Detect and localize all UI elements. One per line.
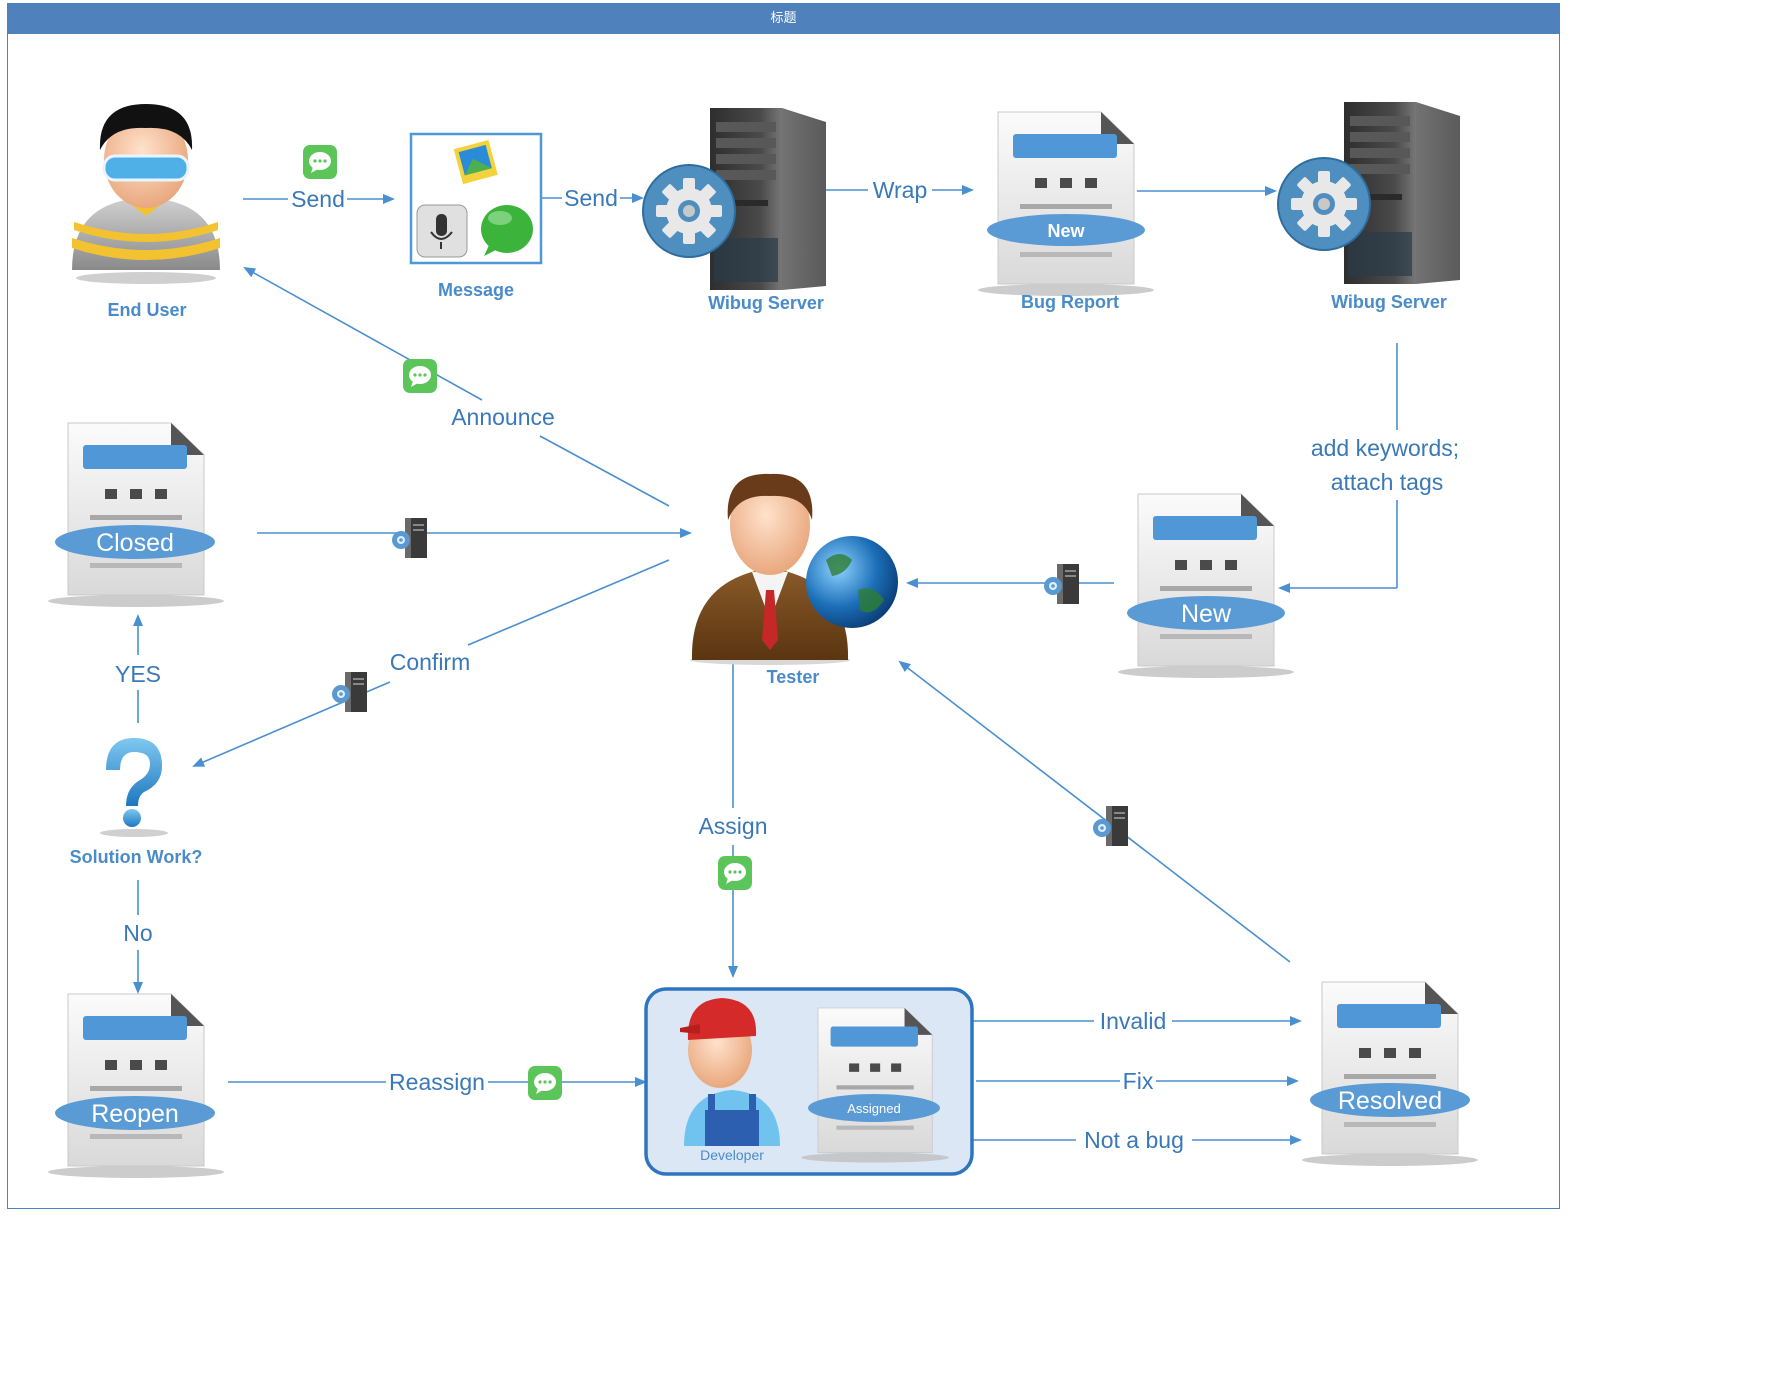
new-status: New [1181,600,1232,628]
mini-server-icon [1093,806,1128,846]
edge-label-attach-tags: attach tags [1331,469,1444,495]
edge-label-yes: YES [115,661,161,687]
mini-server-icon [1044,564,1079,604]
wibug-server-1-label: Wibug Server [708,293,824,313]
assigned-status: Assigned [847,1101,900,1116]
chat-bubble-icon [403,359,437,393]
edge-label-not-a-bug: Not a bug [1084,1127,1184,1153]
chat-bubble-icon [303,145,337,179]
status-badge [1127,596,1285,630]
question-mark-icon [100,738,168,837]
document-icon [977,111,1155,297]
mini-server-icon [392,518,427,558]
gear-icon [1277,157,1371,251]
workflow-diagram: Send Send Wrap Announce add keywords; at… [47,102,1479,1179]
edge-label-invalid: Invalid [1100,1008,1166,1034]
tester-node[interactable]: Tester [690,473,898,687]
page-title: 标题 [7,3,1560,34]
bug-report-status: New [1047,221,1085,241]
closed-document-node[interactable]: Closed [47,422,225,608]
document-icon [1117,493,1295,679]
reopen-status: Reopen [91,1100,179,1128]
status-badge [1310,1083,1470,1117]
developer-label: Developer [700,1147,764,1163]
user-goggles-icon [72,104,220,284]
end-user-node[interactable]: End User [72,104,220,320]
edge-label-confirm: Confirm [390,649,471,675]
new-document-node[interactable]: New [1117,493,1295,679]
edge-label-fix: Fix [1123,1068,1154,1094]
message-label: Message [438,280,514,300]
edge-label-announce: Announce [451,404,555,430]
resolved-document-node[interactable]: Resolved [1301,981,1479,1167]
status-badge [55,525,215,559]
message-node[interactable]: Message [409,132,543,300]
status-badge [55,1096,215,1130]
document-icon [47,422,225,608]
document-icon [1301,981,1479,1167]
document-icon [47,993,225,1179]
edge-label-assign: Assign [698,813,767,839]
end-user-label: End User [107,300,186,320]
developer-node[interactable]: Developer Assigned [644,987,974,1176]
status-badge [808,1094,940,1122]
status-badge [987,214,1145,246]
mini-server-icon [332,672,367,712]
tester-globe-icon [690,473,898,665]
chat-bubble-icon [718,856,752,890]
solution-work-label: Solution Work? [70,847,203,867]
edge-label-send-1: Send [291,186,345,212]
edge-label-reassign: Reassign [389,1069,485,1095]
bug-report-node[interactable]: New Bug Report [977,111,1155,312]
edge-label-send-2: Send [564,185,618,211]
solution-work-node[interactable]: Solution Work? [70,738,203,867]
wibug-server-2-node[interactable]: Wibug Server [1277,102,1460,312]
bug-report-label: Bug Report [1021,292,1119,312]
edge-label-no: No [123,920,152,946]
document-icon [800,1007,950,1163]
resolved-status: Resolved [1338,1087,1442,1115]
wibug-server-1-node[interactable]: Wibug Server [642,108,826,313]
tester-label: Tester [767,667,820,687]
closed-status: Closed [96,529,174,557]
reopen-document-node[interactable]: Reopen [47,993,225,1179]
chat-bubble-icon [528,1066,562,1100]
edge-labels: Send Send Wrap Announce add keywords; at… [115,177,1459,1153]
gear-icon [642,164,736,258]
developer-icon [680,998,780,1146]
edge-label-wrap: Wrap [873,177,928,203]
message-icon [416,139,533,258]
edge-label-add-keywords: add keywords; [1311,435,1459,461]
edges [133,185,1398,1145]
wibug-server-2-label: Wibug Server [1331,292,1447,312]
